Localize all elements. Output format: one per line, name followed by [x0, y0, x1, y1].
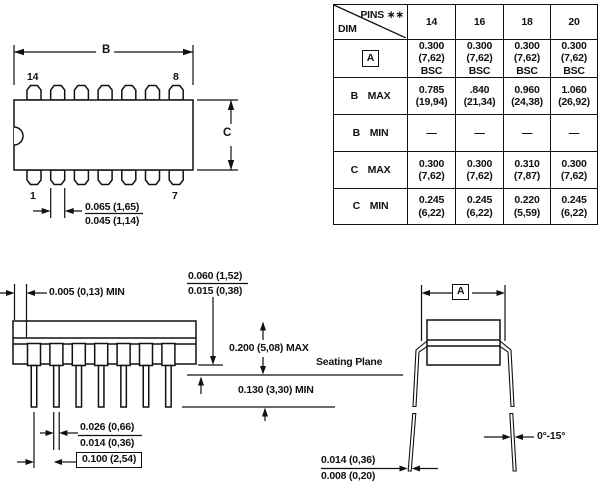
cell-cmin-18: 0.220(5,59) — [503, 188, 551, 226]
row-label-b-min: B MIN — [333, 114, 408, 153]
standoff-max-label: 0.060 (1,52) — [188, 270, 243, 282]
cell-cmin-20: 0.245(6,22) — [550, 188, 598, 226]
col-header-14: 14 — [407, 4, 456, 40]
cell-cmax-18: 0.310(7,87) — [503, 151, 551, 190]
pin-1-label: 1 — [30, 190, 36, 202]
dim-b-label: B — [101, 44, 111, 56]
cell-cmax-14: 0.300(7,62) — [407, 151, 456, 190]
top-view-dimensions — [13, 45, 238, 218]
col-header-16: 16 — [455, 4, 504, 40]
seating-to-top-label: 0.200 (5,08) MAX — [229, 342, 309, 354]
pin-14-label: 14 — [27, 71, 39, 83]
cell-bmin-14: — — [407, 114, 456, 153]
cell-a-20: 0.300(7,62)BSC — [550, 38, 598, 79]
cell-bmax-16: .840(21,34) — [455, 77, 504, 116]
cell-bmax-20: 1.060(26,92) — [550, 77, 598, 116]
lead-below-seating-label: 0.130 (3,30) MIN — [238, 384, 314, 396]
row-label-c-min: C MIN — [333, 188, 408, 226]
dimension-table: PINS ∗∗ DIM 14 16 18 20 A 0.300(7,62)BSC… — [333, 4, 598, 226]
lead-width-min-label: 0.045 (1,14) — [85, 215, 140, 227]
lead-tip-min-label: 0.008 (0,20) — [321, 470, 376, 482]
lead-pitch-label: 0.100 (2,54) — [76, 452, 143, 468]
top-view-outline — [13, 84, 194, 186]
dim-c-label: C — [223, 127, 232, 139]
cell-cmax-16: 0.300(7,62) — [455, 151, 504, 190]
dim-axis-label: DIM — [338, 22, 357, 35]
row-label-b-max: B MAX — [333, 77, 408, 116]
cell-bmax-18: 0.960(24,38) — [503, 77, 551, 116]
standoff-min-label: 0.015 (0,38) — [188, 285, 243, 297]
dim-a-label: A — [452, 284, 470, 300]
lead-tip-max-label: 0.014 (0,36) — [321, 454, 376, 466]
cell-cmax-20: 0.300(7,62) — [550, 151, 598, 190]
lead-thickness-max-label: 0.026 (0,66) — [80, 421, 135, 433]
row-label-a: A — [333, 38, 408, 79]
cell-a-18: 0.300(7,62)BSC — [503, 38, 551, 79]
pin-7-label: 7 — [172, 190, 178, 202]
table-corner-cell: PINS ∗∗ DIM — [333, 4, 408, 40]
row-label-c-max: C MAX — [333, 151, 408, 190]
lead-thickness-min-label: 0.014 (0,36) — [80, 437, 135, 449]
cell-bmax-14: 0.785(19,94) — [407, 77, 456, 116]
pin-8-label: 8 — [173, 71, 179, 83]
lead-angle-label: 0°-15° — [537, 430, 566, 442]
cell-bmin-16: — — [455, 114, 504, 153]
cell-a-16: 0.300(7,62)BSC — [455, 38, 504, 79]
cell-bmin-18: — — [503, 114, 551, 153]
cell-a-14: 0.300(7,62)BSC — [407, 38, 456, 79]
seating-plane-label: Seating Plane — [316, 356, 383, 368]
col-header-18: 18 — [503, 4, 551, 40]
end-clearance-label: 0.005 (0,13) MIN — [49, 286, 125, 298]
cell-cmin-14: 0.245(6,22) — [407, 188, 456, 226]
col-header-20: 20 — [550, 4, 598, 40]
end-view-outline — [407, 319, 517, 472]
end-view-dimensions — [321, 285, 534, 472]
pins-axis-label: PINS ∗∗ — [360, 9, 404, 21]
cell-cmin-16: 0.245(6,22) — [455, 188, 504, 226]
side-view-dimensions — [0, 282, 403, 468]
side-view-outline — [12, 320, 197, 408]
lead-width-max-label: 0.065 (1,65) — [85, 201, 140, 213]
diagonal-divider — [334, 5, 406, 38]
cell-bmin-20: — — [550, 114, 598, 153]
